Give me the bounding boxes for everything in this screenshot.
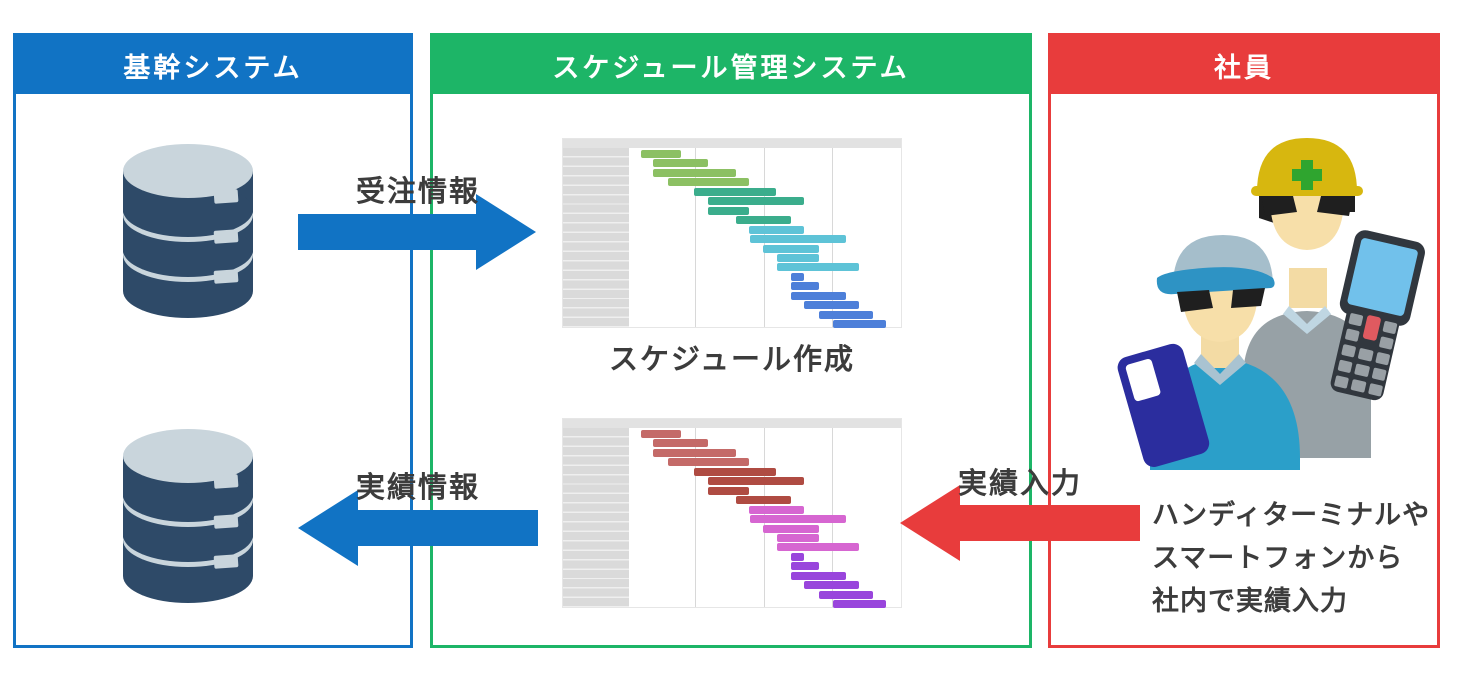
gantt-bar [708,197,804,206]
gantt-schedule-caption: スケジュール作成 [609,344,855,376]
gantt-bar [804,301,859,310]
gantt-gridline [695,428,696,607]
gantt-bar [819,310,873,319]
database-icon [123,144,253,318]
gantt-bar [694,187,776,196]
gantt-bar [777,253,819,262]
gantt-bar [791,282,819,291]
results-entry-arrow-icon [900,485,1140,561]
gantt-bar [791,272,804,281]
staff-note-line: スマートフォンから [1152,543,1404,573]
gantt-bar [791,571,846,580]
arrow-results-info-label: 実績情報 [355,472,480,504]
staff-note-text: ハンディターミナルや スマートフォンから 社内で実績入力 [1152,494,1430,623]
gantt-bar [641,150,681,158]
gantt-bar [791,562,819,571]
gantt-chart-schedule [562,138,902,329]
gantt-bar [668,178,749,187]
arrow-order-info-label: 受注情報 [355,176,480,208]
gantt-bar [833,320,886,329]
workers-with-devices-illustration [1117,138,1425,470]
gantt-bar [708,486,749,495]
gantt-bar [668,458,749,467]
staff-note-line: ハンディターミナルや [1152,500,1431,530]
results-info-arrow-icon [298,490,538,566]
gantt-bar [749,225,804,234]
gantt-bar [708,477,804,486]
gantt-bar [763,524,819,533]
order-info-arrow-icon [298,194,536,270]
gantt-bar [641,430,681,438]
staff-note-line: 社内で実績入力 [1152,586,1348,616]
gantt-bar [708,206,749,215]
gantt-bar [804,581,859,590]
gantt-task-list-column [563,428,629,607]
gantt-bar [819,590,873,599]
gantt-bar [736,216,791,225]
gantt-bar [777,263,859,272]
gantt-bar [653,159,708,168]
gantt-bar [653,439,708,448]
panel-staff-header: 社員 [1051,36,1437,94]
gantt-bar [749,505,804,514]
panel-schedule-system-header: スケジュール管理システム [433,36,1029,94]
panel-staff-title: 社員 [1214,52,1274,83]
gantt-bar [694,467,776,476]
database-icon [123,429,253,603]
gantt-bar [791,291,846,300]
panel-core-system-title: 基幹システム [123,52,303,83]
panel-schedule-system-title: スケジュール管理システム [552,52,910,83]
gantt-header-strip [563,419,901,428]
gantt-bar [750,235,846,244]
gantt-bar [736,496,791,505]
worker-with-cap-icon [1150,235,1300,470]
gantt-bar [750,515,846,524]
gantt-task-list-column [563,148,629,327]
gantt-bar [653,448,736,457]
gantt-bar [777,533,819,542]
gantt-gridline [695,148,696,327]
gantt-header-strip [563,139,901,148]
handy-terminal-icon [1330,230,1425,401]
smartphone-icon [1117,343,1210,467]
arrow-results-entry-label: 実績入力 [957,468,1082,500]
gantt-bar [653,168,736,177]
gantt-bar [833,600,886,609]
gantt-bar [791,552,804,561]
gantt-bar [777,543,859,552]
gantt-chart-results [562,418,902,609]
panel-core-system-header: 基幹システム [16,36,410,94]
gantt-bar [763,244,819,253]
